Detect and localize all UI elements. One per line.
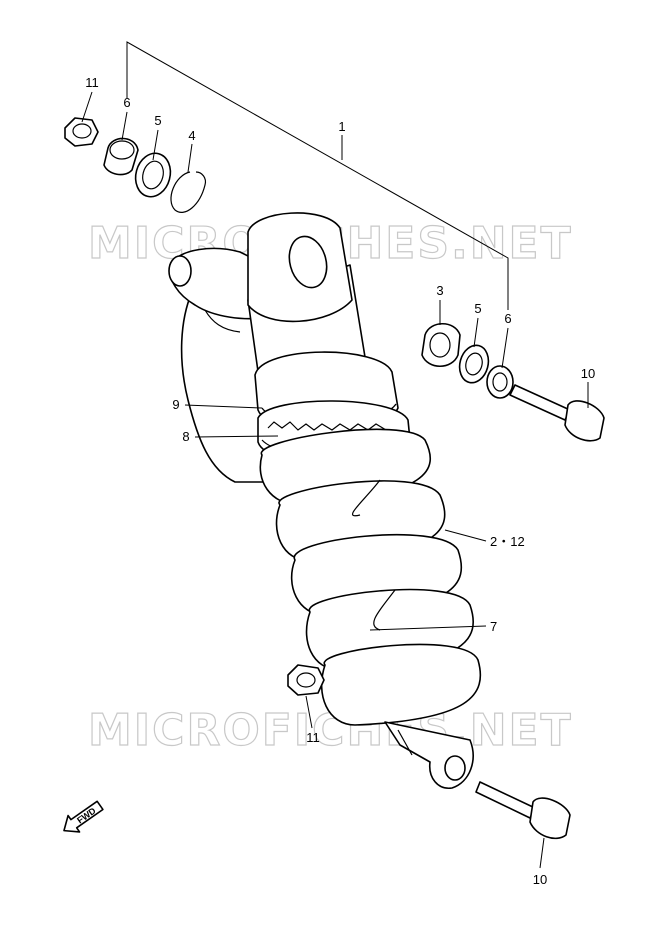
nut-11-top: [64, 117, 99, 147]
callout-10-right: 10: [581, 366, 595, 381]
reservoir: [168, 247, 271, 483]
callout-10-bottom: 10: [533, 872, 547, 887]
bearing-3: [421, 322, 461, 368]
leader-lines: [81, 91, 589, 869]
collar-6-left: [103, 137, 139, 176]
callout-4: 4: [188, 128, 195, 143]
spring: [259, 428, 482, 726]
callout-2-12: 2・12: [490, 534, 525, 549]
lower-clevis: [384, 721, 474, 789]
callout-3: 3: [436, 283, 443, 298]
callout-1: 1: [338, 119, 345, 134]
bolt-10-bottom: [475, 781, 571, 840]
callout-6-left: 6: [123, 95, 130, 110]
bracket-line-1: [126, 41, 509, 310]
callout-6-right: 6: [504, 311, 511, 326]
snap-ring-4: [170, 171, 207, 213]
callout-9: 9: [172, 397, 179, 412]
callout-5-left: 5: [154, 113, 161, 128]
callout-11-bottom: 11: [306, 730, 320, 745]
washer-5-right: [458, 344, 490, 384]
bolt-10-right: [509, 384, 605, 442]
callout-5-right: 5: [474, 301, 481, 316]
callout-7: 7: [490, 619, 497, 634]
callout-8: 8: [182, 429, 189, 444]
callout-11-top: 11: [85, 75, 99, 90]
nut-11-bottom: [287, 664, 325, 696]
fwd-arrow-icon: FWD: [63, 800, 104, 833]
collar-6-right: [486, 365, 514, 399]
washer-5-left: [134, 152, 172, 198]
